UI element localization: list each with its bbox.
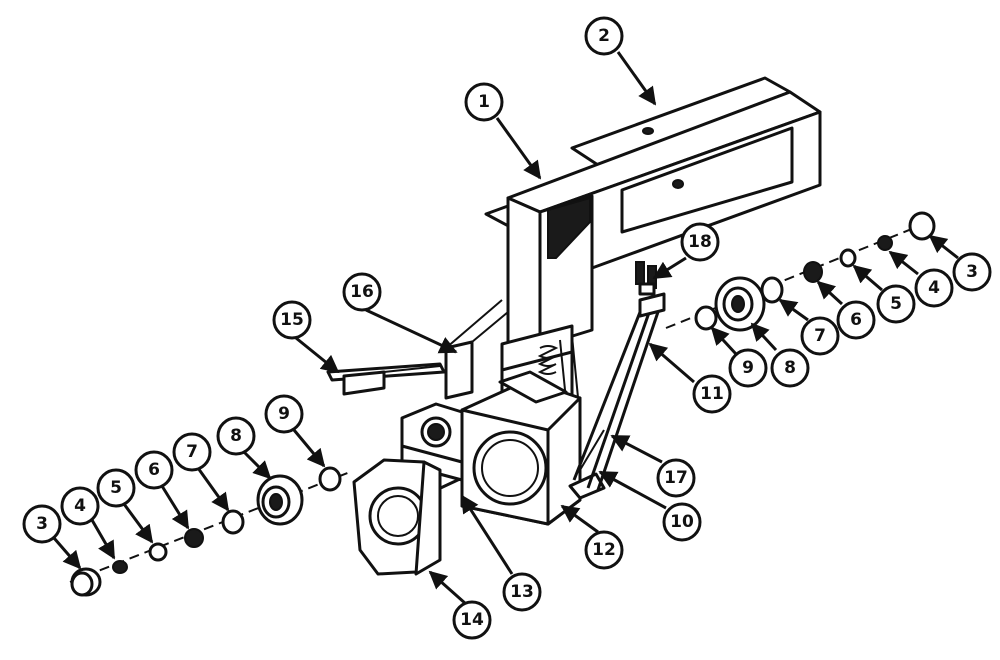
callout-13: 13: [502, 572, 542, 612]
part-4-washer-left: [112, 560, 128, 574]
right-shaft-assembly: [665, 211, 936, 332]
part-18-pin: [635, 261, 657, 296]
part-3-cap-left: [70, 567, 102, 597]
callout-14: 14: [452, 600, 492, 640]
callout-3-left: 3: [22, 504, 62, 544]
callouts: 1 2 3 4 5 6 7: [22, 16, 992, 640]
callout-label: 6: [148, 460, 160, 480]
callout-5-right: 5: [876, 284, 916, 324]
callout-label: 13: [510, 582, 534, 602]
callout-label: 18: [688, 232, 712, 252]
part-5-ring-right: [839, 248, 857, 268]
callout-18: 18: [680, 222, 720, 262]
callout-label: 4: [928, 278, 940, 298]
callout-label: 7: [186, 442, 198, 462]
part-6-nut-right: [803, 261, 823, 283]
callout-label: 12: [592, 540, 616, 560]
part-8-bearing-left: [256, 474, 304, 526]
callout-17: 17: [656, 458, 696, 498]
part-4-washer-right: [877, 235, 893, 251]
callout-9-right: 9: [728, 348, 768, 388]
part-15-bracket: [326, 362, 446, 396]
callout-label: 17: [664, 468, 688, 488]
part-3-cap-right: [908, 211, 936, 241]
callout-label: 7: [814, 326, 826, 346]
callout-2: 2: [584, 16, 624, 56]
part-8-bearing-right: [714, 276, 766, 332]
part-1-main-frame: [484, 90, 822, 421]
callout-label: 3: [966, 262, 978, 282]
callout-label: 2: [598, 26, 610, 46]
callout-4-right: 4: [914, 268, 954, 308]
callout-label: 6: [850, 310, 862, 330]
part-5-ring-left: [148, 542, 168, 562]
leader-lines: [52, 51, 959, 606]
callout-label: 8: [230, 426, 242, 446]
part-16-support-strut: [444, 299, 509, 400]
callout-6-left: 6: [134, 450, 174, 490]
part-7-spacer-right: [760, 276, 784, 304]
callout-6-right: 6: [836, 300, 876, 340]
callout-5-left: 5: [96, 468, 136, 508]
part-9-seal-left: [318, 466, 342, 492]
callout-8-right: 8: [770, 348, 810, 388]
part-10-11-17-levers: [568, 292, 666, 500]
callout-label: 16: [350, 282, 374, 302]
part-9-seal-right: [694, 305, 718, 331]
callout-label: 15: [280, 310, 304, 330]
callout-10: 10: [662, 502, 702, 542]
callout-12: 12: [584, 530, 624, 570]
part-14-octagon-flange: [352, 458, 442, 576]
callout-label: 5: [890, 294, 902, 314]
callout-label: 14: [460, 610, 484, 630]
callout-label: 11: [700, 384, 724, 404]
callout-9-left: 9: [264, 394, 304, 434]
callout-1: 1: [464, 82, 504, 122]
left-shaft-assembly: [69, 466, 351, 597]
callout-label: 4: [74, 496, 86, 516]
callout-label: 3: [36, 514, 48, 534]
callout-16: 16: [342, 272, 382, 312]
callout-label: 10: [670, 512, 694, 532]
callout-label: 5: [110, 478, 122, 498]
callout-8-left: 8: [216, 416, 256, 456]
callout-label: 8: [784, 358, 796, 378]
drawing: 1 2 3 4 5 6 7: [22, 16, 992, 640]
callout-7-left: 7: [172, 432, 212, 472]
callout-label: 9: [278, 404, 290, 424]
callout-label: 1: [478, 92, 490, 112]
callout-3-right: 3: [952, 252, 992, 292]
part-12-housing: [460, 370, 582, 526]
part-6-nut-left: [184, 528, 204, 548]
part-7-spacer-left: [221, 509, 245, 535]
callout-4-left: 4: [60, 486, 100, 526]
callout-15: 15: [272, 300, 312, 340]
callout-7-right: 7: [800, 316, 840, 356]
callout-label: 9: [742, 358, 754, 378]
callout-11: 11: [692, 374, 732, 414]
